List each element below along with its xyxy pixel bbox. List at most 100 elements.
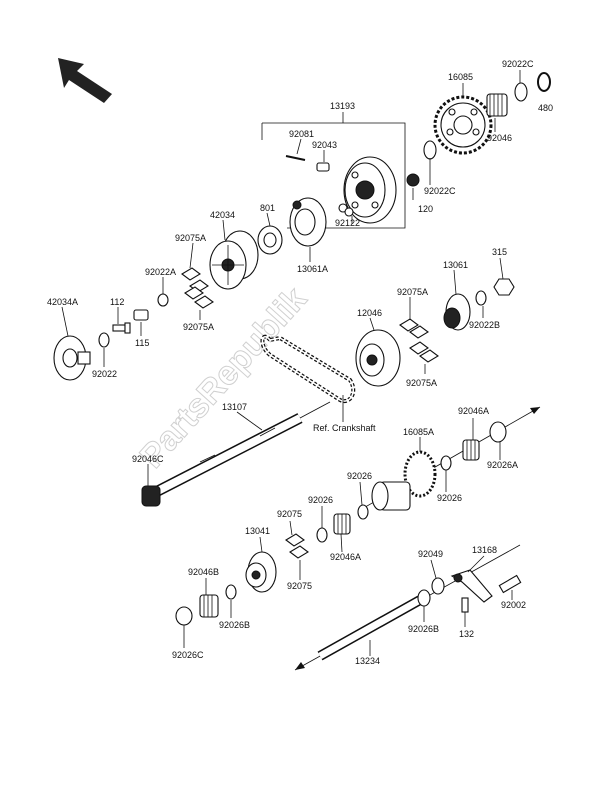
label-92046B: 92046B — [188, 567, 219, 577]
label-92046C: 92046C — [132, 454, 164, 464]
damper-92075A-right-lower — [409, 341, 439, 363]
leader-lines — [61, 70, 521, 656]
label-92026B-a: 92026B — [408, 624, 439, 634]
washer-92026C — [175, 606, 193, 626]
label-92075A-c: 92075A — [397, 287, 428, 297]
label-115: 115 — [135, 338, 149, 348]
label-13061: 13061 — [443, 260, 468, 270]
nut-315 — [493, 278, 515, 296]
label-92122: 92122 — [335, 218, 360, 228]
washer-92022 — [98, 332, 110, 348]
label-120: 120 — [418, 204, 433, 214]
pulley-42034A — [53, 335, 91, 381]
bolt-112 — [112, 322, 131, 334]
label-92075A-b: 92075A — [183, 322, 214, 332]
label-12046: 12046 — [357, 308, 382, 318]
label-92026-b: 92026 — [437, 493, 462, 503]
label-92081: 92081 — [289, 129, 314, 139]
washer-92026-right — [440, 455, 452, 471]
bolt-132 — [461, 597, 469, 613]
label-42034A: 42034A — [47, 297, 78, 307]
nut-120 — [406, 173, 420, 187]
washer-92026B-right — [417, 589, 431, 607]
label-92046A-top: 92046A — [458, 406, 489, 416]
hub-13041 — [245, 551, 277, 593]
orientation-arrow-icon — [58, 58, 112, 103]
bearing-92046B — [199, 594, 219, 618]
washer-92026-left — [316, 527, 328, 543]
label-92022A: 92022A — [145, 267, 176, 277]
label-112: 112 — [110, 297, 124, 307]
label-13234: 13234 — [355, 656, 380, 666]
part-labels: 13193 16085 92022C 480 92081 92043 92046… — [47, 59, 553, 666]
assembly-13193-bracket — [261, 112, 406, 229]
pin-92081 — [285, 155, 306, 161]
washer-92026A — [489, 421, 507, 443]
washer-92049 — [431, 577, 445, 595]
watermark: PartsRepublik — [133, 280, 314, 475]
bearing-92046C — [141, 485, 161, 507]
label-92026C: 92026C — [172, 650, 204, 660]
label-92026-c: 92026 — [308, 495, 333, 505]
label-92075A-d: 92075A — [406, 378, 437, 388]
washer-92026B-left — [225, 584, 237, 600]
sprocket-16085 — [433, 95, 493, 155]
gear-16085A — [371, 450, 437, 511]
label-92049: 92049 — [418, 549, 443, 559]
label-92043: 92043 — [312, 140, 337, 150]
roller-92043 — [316, 162, 330, 172]
washer-92022B — [475, 290, 487, 306]
shaft-13107 — [147, 401, 331, 500]
label-92075A-a: 92075A — [175, 233, 206, 243]
pulley-12046 — [355, 329, 401, 387]
spring-92122 — [338, 203, 354, 217]
label-92075-a: 92075 — [277, 509, 302, 519]
label-801: 801 — [260, 203, 275, 213]
label-315: 315 — [492, 247, 507, 257]
label-92022C-mid: 92022C — [424, 186, 456, 196]
circlip-480 — [537, 72, 551, 92]
label-92022: 92022 — [92, 369, 117, 379]
label-92022C-top: 92022C — [502, 59, 534, 69]
label-480: 480 — [538, 103, 553, 113]
shaft-13234 — [294, 544, 521, 671]
label-16085A: 16085A — [403, 427, 434, 437]
clutch-housing — [343, 156, 397, 224]
label-92046A-bottom: 92046A — [330, 552, 361, 562]
hub-13061A — [289, 197, 327, 247]
hub-13061 — [443, 293, 471, 331]
label-13107: 13107 — [222, 402, 247, 412]
label-92046-top: 92046 — [487, 133, 512, 143]
washer-92022C-mid — [423, 140, 437, 160]
damper-92075 — [285, 533, 309, 559]
label-13041: 13041 — [245, 526, 270, 536]
bearing-92046A-bottom — [333, 513, 351, 535]
label-92075-b: 92075 — [287, 581, 312, 591]
label-92002: 92002 — [501, 600, 526, 610]
bearing-92046A-top — [462, 439, 480, 461]
label-92026B-b: 92026B — [219, 620, 250, 630]
bolt-92002 — [498, 574, 522, 594]
bearing-801 — [257, 225, 283, 255]
washer-92022C-top — [514, 82, 528, 102]
label-16085: 16085 — [448, 72, 473, 82]
label-13168: 13168 — [472, 545, 497, 555]
label-92026-a: 92026 — [347, 471, 372, 481]
damper-92075A-lower — [184, 286, 214, 309]
washer-92026-mid — [357, 504, 369, 520]
lever-13168 — [450, 569, 493, 603]
label-42034: 42034 — [210, 210, 235, 220]
label-13061A: 13061A — [297, 264, 328, 274]
label-92022B: 92022B — [469, 320, 500, 330]
pulley-42034 — [209, 230, 259, 290]
needle-bearing-92046 — [486, 93, 508, 117]
label-132: 132 — [459, 629, 474, 639]
label-92026A: 92026A — [487, 460, 518, 470]
label-ref-crankshaft: Ref. Crankshaft — [313, 423, 376, 433]
drive-chain — [260, 334, 356, 422]
damper-92075A-right-upper — [399, 318, 429, 339]
collar-115 — [133, 309, 149, 321]
label-13193: 13193 — [330, 101, 355, 111]
washer-92022A — [157, 293, 169, 307]
